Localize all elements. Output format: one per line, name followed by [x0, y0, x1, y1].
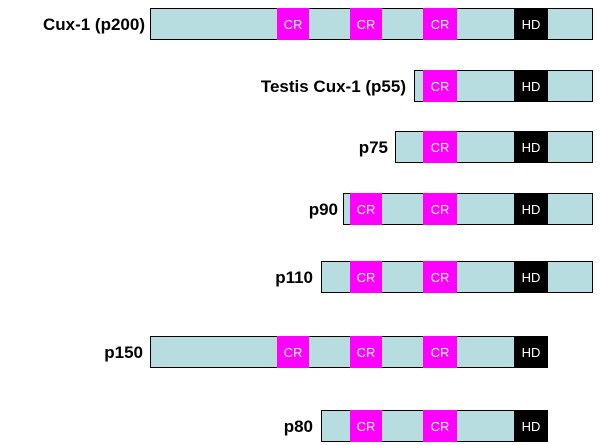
isoform-row-p110: p110 CR CR HD	[0, 261, 600, 295]
isoform-row-p80: p80 CR CR HD	[0, 410, 600, 444]
isoform-label: p150	[104, 343, 143, 362]
isoform-row-p150: p150 CR CR CR HD	[0, 336, 600, 370]
protein-bar	[343, 193, 593, 225]
isoform-row-p55: Testis Cux-1 (p55) CR HD	[0, 70, 600, 104]
hd-domain: HD	[514, 336, 548, 368]
hd-domain: HD	[514, 131, 548, 163]
isoform-row-p75: p75 CR HD	[0, 131, 600, 165]
cr-domain: CR	[277, 336, 309, 368]
cr-domain: CR	[350, 336, 382, 368]
cr-domain: CR	[350, 261, 382, 293]
hd-domain: HD	[514, 70, 548, 102]
hd-domain: HD	[514, 410, 548, 442]
isoform-row-p200: Cux-1 (p200) CR CR CR HD	[0, 8, 600, 42]
isoform-label: p80	[283, 417, 313, 436]
hd-domain: HD	[514, 8, 548, 40]
cr-domain: CR	[350, 410, 382, 442]
isoform-label: p75	[358, 138, 388, 157]
cr-domain: CR	[277, 8, 309, 40]
protein-bar	[150, 336, 548, 368]
cr-domain: CR	[423, 261, 457, 293]
hd-domain: HD	[514, 261, 548, 293]
cr-domain: CR	[423, 8, 457, 40]
isoform-label: p90	[308, 200, 338, 219]
cr-domain: CR	[423, 70, 457, 102]
isoform-row-p90: p90 CR CR HD	[0, 193, 600, 227]
hd-domain: HD	[514, 193, 548, 225]
isoform-label: Testis Cux-1 (p55)	[260, 77, 406, 96]
cr-domain: CR	[350, 8, 382, 40]
cr-domain: CR	[423, 336, 457, 368]
cr-domain: CR	[423, 410, 457, 442]
isoform-label: p110	[275, 268, 313, 287]
cr-domain: CR	[350, 193, 382, 225]
cr-domain: CR	[423, 131, 457, 163]
isoform-label: Cux-1 (p200)	[42, 15, 145, 34]
cr-domain: CR	[423, 193, 457, 225]
